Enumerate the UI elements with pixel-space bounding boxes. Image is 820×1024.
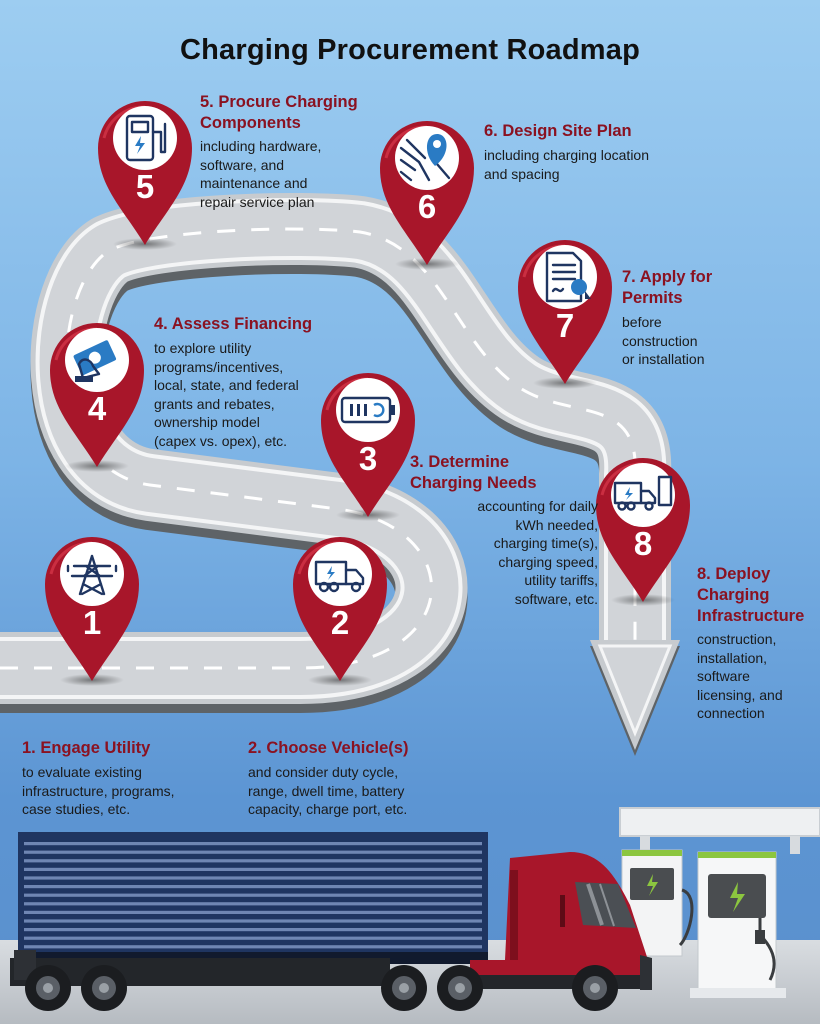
- pin-icon-disc: [336, 378, 400, 442]
- pin-marker-8: 8: [596, 458, 690, 602]
- step-7-heading: 7. Apply for Permits: [622, 268, 713, 307]
- pin-number: 8: [634, 525, 652, 562]
- battery-icon: [340, 396, 395, 424]
- trailer-slat: [24, 850, 482, 854]
- trailer-slat: [24, 842, 482, 846]
- trailer-slat: [24, 936, 482, 940]
- page-title: Charging Procurement Roadmap: [180, 34, 640, 66]
- pin-icon-disc: [60, 542, 124, 606]
- step-8-heading: 8. Deploy Charging Infrastructure: [697, 565, 805, 625]
- pin-icon-disc: [308, 542, 372, 606]
- trailer-slat: [24, 885, 482, 889]
- trailer-slat: [24, 919, 482, 923]
- step-2-description: and consider duty cycle, range, dwell ti…: [248, 764, 408, 817]
- step-5-description: including hardware, software, and mainte…: [200, 138, 322, 210]
- electric-truck-icon: [314, 560, 365, 593]
- money-hand-icon: [73, 340, 117, 382]
- trailer-slat: [24, 893, 482, 897]
- trailer-slat: [24, 928, 482, 932]
- step-4-heading: 4. Assess Financing: [154, 315, 313, 333]
- truck-wheels: [25, 965, 618, 1011]
- pin-icon-disc: [533, 245, 597, 309]
- step-5-heading: 5. Procure Charging Components: [200, 93, 358, 132]
- trailer-slat: [24, 945, 482, 949]
- pin-number: 2: [331, 604, 349, 641]
- charger-unit: [690, 851, 786, 998]
- pin-number: 5: [136, 168, 154, 205]
- step-2-heading: 2. Choose Vehicle(s): [248, 739, 409, 757]
- pin-number: 4: [88, 390, 107, 427]
- pin-icon-disc: [395, 126, 459, 190]
- step-3-description: accounting for daily kWh needed, chargin…: [477, 498, 598, 607]
- pin-marker-4: 4: [49, 322, 144, 467]
- pin-marker-1: 1: [45, 537, 139, 681]
- step-6-heading: 6. Design Site Plan: [484, 122, 632, 140]
- trailer-slat: [24, 910, 482, 914]
- pin-marker-3: 3: [321, 373, 415, 517]
- pin-icon-disc: [611, 463, 675, 527]
- electric-semi-truck: [10, 832, 652, 1011]
- truck-charger-icon: [613, 475, 673, 511]
- pin-icon-disc: [113, 106, 177, 170]
- step-3-heading: 3. Determine Charging Needs: [410, 453, 537, 492]
- pin-marker-7: 7: [518, 240, 612, 384]
- pin-number: 1: [83, 604, 101, 641]
- trailer-slat: [24, 876, 482, 880]
- trailer-slat: [24, 859, 482, 863]
- transmission-tower-icon: [66, 554, 118, 596]
- step-4-description: to explore utility programs/incentives, …: [154, 340, 299, 449]
- step-7-description: before construction or installation: [622, 314, 705, 367]
- pin-marker-6: 6: [380, 121, 474, 265]
- step-1-description: to evaluate existing infrastructure, pro…: [22, 764, 175, 817]
- permit-document-icon: [545, 251, 591, 303]
- step-8-description: construction, installation, software lic…: [697, 631, 783, 721]
- trailer-slat: [24, 902, 482, 906]
- trailer-slat: [24, 867, 482, 871]
- pin-number: 3: [359, 440, 377, 477]
- pin-marker-5: 5: [98, 101, 192, 245]
- pin-marker-2: 2: [293, 537, 387, 681]
- pin-number: 7: [556, 307, 574, 344]
- pin-number: 6: [418, 188, 436, 225]
- step-6-description: including charging location and spacing: [484, 147, 649, 182]
- map-pin-icon: [399, 134, 451, 182]
- charger-icon: [125, 114, 167, 162]
- step-1-heading: 1. Engage Utility: [22, 739, 151, 757]
